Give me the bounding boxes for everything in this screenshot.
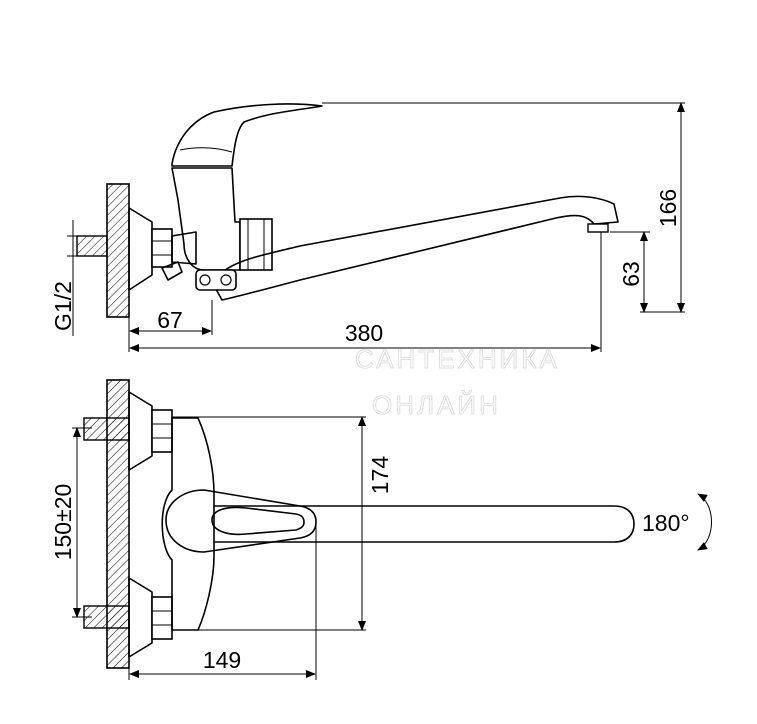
dim-166-label: 166 [655, 189, 681, 227]
side-inlet-pipe [76, 235, 108, 257]
top-escutcheon-lower [128, 577, 153, 658]
top-lever-grip [211, 506, 305, 536]
side-wall [106, 183, 130, 318]
side-body [171, 167, 241, 271]
side-view: 166 63 67 380 G1/2 [50, 102, 685, 352]
top-wall [106, 379, 130, 669]
side-eccentric [171, 231, 197, 265]
dim-174-label: 174 [367, 456, 393, 495]
watermark-line2: ОНЛАЙН [372, 390, 501, 420]
top-view: 174 150±20 149 180° [50, 379, 712, 680]
side-nut [151, 228, 173, 268]
side-lever-handle [171, 103, 323, 167]
top-inlet-upper [83, 417, 130, 441]
top-body [161, 417, 215, 631]
dim-380-label: 380 [345, 320, 383, 346]
rotation-arrow-icon [697, 493, 712, 551]
side-diverter [161, 261, 183, 281]
top-spout [213, 505, 635, 543]
dim-149-label: 149 [203, 647, 241, 673]
dim-150-label: 150±20 [50, 484, 76, 561]
dim-thread-label: G1/2 [50, 281, 76, 331]
side-right-nut [239, 218, 273, 271]
rotation-label: 180° [642, 510, 690, 536]
side-aerator [587, 223, 609, 233]
top-nut-lower [151, 596, 173, 640]
dim-67-label: 67 [157, 307, 183, 333]
top-nut-upper [151, 409, 173, 453]
side-escutcheon [128, 207, 153, 291]
side-spout [211, 195, 619, 301]
top-escutcheon-upper [128, 391, 153, 471]
dim-63-label: 63 [618, 261, 644, 287]
watermark: САНТЕХНИКА ОНЛАЙН [355, 344, 558, 421]
top-lever [165, 489, 317, 553]
